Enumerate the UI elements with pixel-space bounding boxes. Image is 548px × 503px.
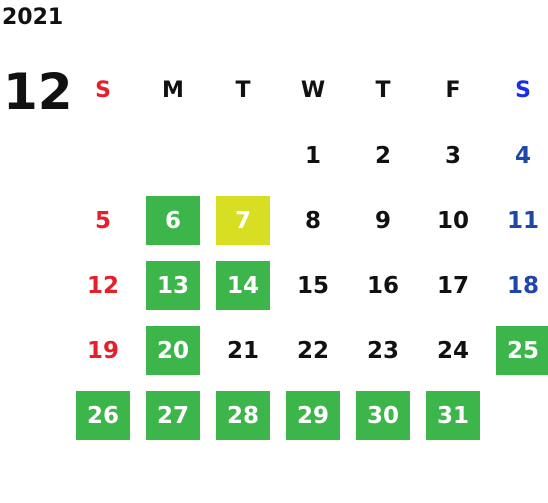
day-cell[interactable]: 14: [208, 253, 278, 318]
day-number: 20: [156, 337, 189, 364]
day-cell[interactable]: 31: [418, 383, 488, 448]
day-cell[interactable]: 9: [374, 207, 391, 234]
day-cell[interactable]: 21: [226, 337, 259, 364]
day-cell[interactable]: 19: [86, 337, 119, 364]
empty-day-cell: [488, 383, 548, 448]
day-cell[interactable]: 22: [296, 337, 329, 364]
day-cell[interactable]: 1: [304, 142, 321, 169]
weekday-header-thursday: T: [375, 78, 391, 103]
day-cell[interactable]: 29: [278, 383, 348, 448]
day-cell[interactable]: 11: [506, 207, 539, 234]
day-number: 28: [226, 402, 259, 429]
day-cell[interactable]: 28: [208, 383, 278, 448]
day-cell[interactable]: 8: [304, 207, 321, 234]
day-number: 26: [86, 402, 119, 429]
day-number: 31: [436, 402, 469, 429]
day-cell[interactable]: 17: [436, 272, 469, 299]
day-number: 29: [296, 402, 329, 429]
empty-day-cell: [208, 123, 278, 188]
weekday-header-wednesday: W: [300, 78, 326, 103]
day-cell[interactable]: 4: [514, 142, 531, 169]
empty-day-cell: [68, 123, 138, 188]
day-cell[interactable]: 13: [138, 253, 208, 318]
day-number: 14: [226, 272, 259, 299]
weekday-header-sunday: S: [95, 78, 111, 103]
day-cell[interactable]: 16: [366, 272, 399, 299]
day-cell[interactable]: 15: [296, 272, 329, 299]
day-cell[interactable]: 5: [94, 207, 111, 234]
day-cell[interactable]: 24: [436, 337, 469, 364]
day-number: 27: [156, 402, 189, 429]
day-cell[interactable]: 25: [488, 318, 548, 383]
weekday-header-monday: M: [162, 78, 184, 103]
day-number: 25: [506, 337, 539, 364]
day-number: 30: [366, 402, 399, 429]
day-cell[interactable]: 10: [436, 207, 469, 234]
day-cell[interactable]: 30: [348, 383, 418, 448]
day-cell[interactable]: 7: [208, 188, 278, 253]
day-cell[interactable]: 26: [68, 383, 138, 448]
month-number: 12: [3, 63, 73, 121]
day-cell[interactable]: 27: [138, 383, 208, 448]
weekday-header-saturday: S: [515, 78, 531, 103]
year-label: 2021: [2, 5, 64, 30]
day-cell[interactable]: 20: [138, 318, 208, 383]
day-number: 7: [234, 207, 251, 234]
day-cell[interactable]: 23: [366, 337, 399, 364]
day-number: 6: [164, 207, 181, 234]
weekday-header-tuesday: T: [235, 78, 251, 103]
day-number: 13: [156, 272, 189, 299]
day-cell[interactable]: 18: [506, 272, 539, 299]
empty-day-cell: [138, 123, 208, 188]
day-cell[interactable]: 3: [444, 142, 461, 169]
day-cell[interactable]: 2: [374, 142, 391, 169]
day-cell[interactable]: 6: [138, 188, 208, 253]
day-cell[interactable]: 12: [86, 272, 119, 299]
weekday-header-friday: F: [445, 78, 461, 103]
